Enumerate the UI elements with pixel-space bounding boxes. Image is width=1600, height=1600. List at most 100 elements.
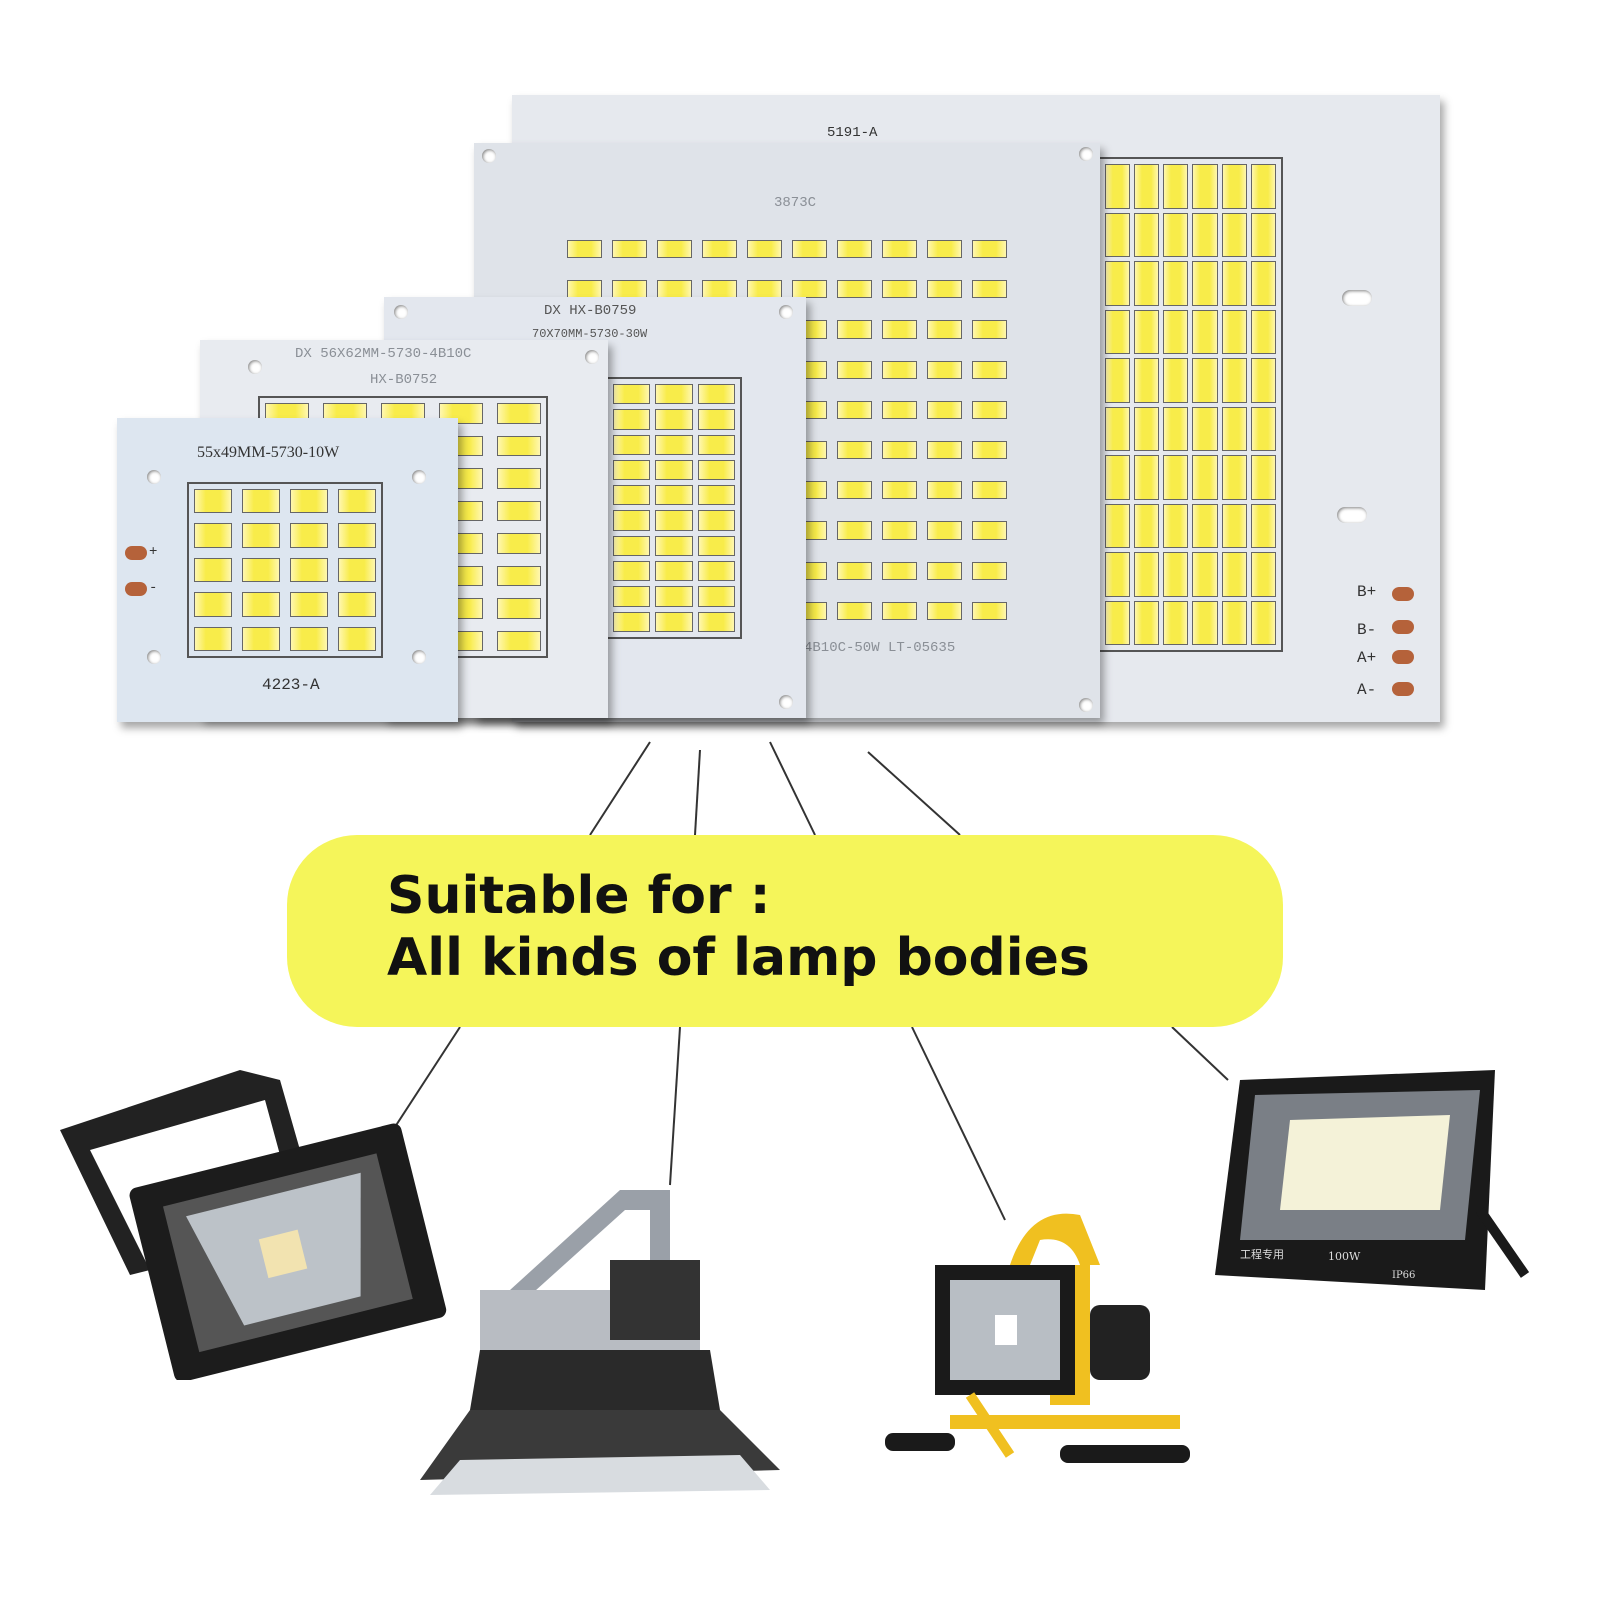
led-chip bbox=[1221, 164, 1247, 209]
led-chip bbox=[927, 441, 962, 460]
led-chip bbox=[1163, 164, 1189, 209]
led-chip bbox=[1250, 503, 1276, 548]
led-chip bbox=[927, 280, 962, 299]
board-label: 4223-A bbox=[262, 676, 320, 694]
led-chip bbox=[1250, 358, 1276, 403]
board-label: 3873C bbox=[774, 195, 817, 211]
led-chip bbox=[837, 240, 872, 259]
led-chip bbox=[927, 400, 962, 419]
led-chip bbox=[882, 240, 917, 259]
board-label: 70X70MM-5730-30W bbox=[532, 327, 648, 341]
pad-label-plus: + bbox=[149, 544, 158, 560]
lamp-wattage: 100W bbox=[1328, 1250, 1361, 1263]
led-chip bbox=[1163, 261, 1189, 306]
portable-work-light-image bbox=[885, 1213, 1190, 1463]
led-chip bbox=[1105, 552, 1131, 597]
led-chip bbox=[1192, 503, 1218, 548]
led-chip bbox=[194, 592, 232, 617]
led-chip bbox=[655, 561, 693, 582]
led-chip bbox=[1105, 503, 1131, 548]
pad-label-b-plus: B+ bbox=[1357, 583, 1377, 601]
led-chip bbox=[612, 280, 647, 299]
led-chip bbox=[1192, 358, 1218, 403]
led-chip bbox=[497, 630, 541, 651]
led-chip bbox=[613, 485, 651, 506]
led-chip bbox=[338, 489, 376, 514]
led-chip bbox=[1105, 358, 1131, 403]
led-chip bbox=[1134, 261, 1160, 306]
led-chip bbox=[837, 521, 872, 540]
led-chip bbox=[1221, 309, 1247, 354]
led-chip bbox=[290, 557, 328, 583]
led-chip bbox=[702, 280, 737, 299]
led-chip bbox=[497, 403, 541, 424]
led-chip bbox=[290, 626, 328, 651]
led-chip bbox=[1134, 406, 1160, 451]
led-chip bbox=[613, 434, 651, 455]
led-chip bbox=[655, 535, 693, 557]
led-chip bbox=[655, 611, 693, 632]
led-chip bbox=[1192, 212, 1218, 257]
led-chip bbox=[1221, 261, 1247, 306]
led-chip bbox=[697, 535, 735, 557]
led-chip bbox=[972, 521, 1007, 540]
led-chip bbox=[882, 320, 917, 339]
banner-line-1: Suitable for : bbox=[387, 866, 771, 926]
led-chip bbox=[927, 360, 962, 379]
led-chip bbox=[882, 441, 917, 460]
led-chip bbox=[655, 510, 693, 531]
led-chip bbox=[1134, 212, 1160, 257]
led-chip bbox=[1250, 261, 1276, 306]
led-chip bbox=[837, 320, 872, 339]
led-chip bbox=[837, 360, 872, 379]
led-chip bbox=[338, 523, 376, 548]
led-chip bbox=[613, 459, 651, 481]
led-chip bbox=[242, 557, 280, 583]
led-chip bbox=[1134, 600, 1160, 645]
led-chip bbox=[882, 360, 917, 379]
led-chip bbox=[697, 409, 735, 430]
led-chip bbox=[1250, 212, 1276, 257]
led-chip bbox=[338, 592, 376, 617]
led-chip bbox=[613, 409, 651, 430]
led-chip bbox=[972, 280, 1007, 299]
led-chip bbox=[497, 500, 541, 521]
led-chip bbox=[882, 521, 917, 540]
led-chip bbox=[497, 435, 541, 456]
led-chip bbox=[1221, 552, 1247, 597]
led-chip bbox=[1134, 309, 1160, 354]
led-chip bbox=[697, 611, 735, 632]
led-chip bbox=[1105, 406, 1131, 451]
led-chip bbox=[655, 434, 693, 455]
led-chip bbox=[1105, 164, 1131, 209]
led-chip bbox=[1163, 212, 1189, 257]
led-chip bbox=[655, 384, 693, 405]
led-chip bbox=[927, 561, 962, 580]
led-chip bbox=[697, 586, 735, 607]
led-chip bbox=[927, 481, 962, 500]
led-chip bbox=[567, 240, 602, 259]
led-chip bbox=[1250, 600, 1276, 645]
led-chip bbox=[655, 586, 693, 607]
led-chip bbox=[567, 280, 602, 299]
led-chip bbox=[927, 601, 962, 620]
led-chip bbox=[1134, 358, 1160, 403]
led-chip bbox=[497, 565, 541, 586]
led-chip bbox=[290, 489, 328, 514]
led-chip bbox=[655, 485, 693, 506]
led-chip bbox=[1163, 455, 1189, 500]
led-chip bbox=[1163, 406, 1189, 451]
board-label: HX-B0752 bbox=[370, 372, 438, 388]
board-label: 4B10C-50W LT-05635 bbox=[804, 640, 956, 656]
led-grid bbox=[1098, 157, 1283, 652]
led-chip bbox=[882, 280, 917, 299]
led-chip bbox=[1105, 600, 1131, 645]
led-chip bbox=[972, 601, 1007, 620]
led-chip bbox=[927, 320, 962, 339]
led-chip bbox=[697, 485, 735, 506]
led-chip bbox=[697, 384, 735, 405]
led-chip bbox=[882, 400, 917, 419]
floodlight-large-image: 工程专用 100W IP66 bbox=[1210, 1070, 1530, 1310]
board-label: 5191-A bbox=[827, 125, 878, 141]
suitable-for-banner: Suitable for : All kinds of lamp bodies bbox=[287, 835, 1283, 1027]
